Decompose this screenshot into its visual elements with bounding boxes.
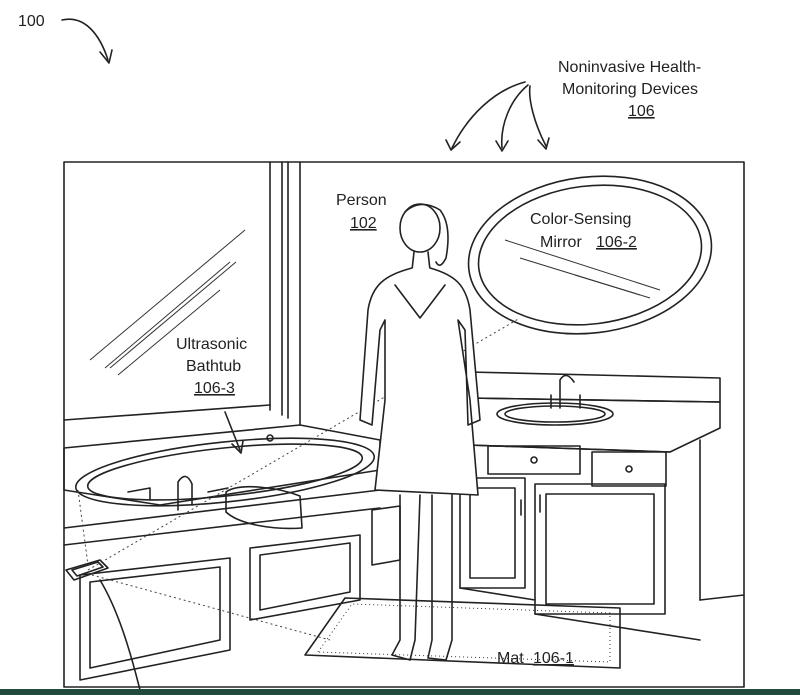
bottom-strip [0, 689, 800, 695]
ultrasonic-bathtub [63, 424, 401, 681]
bathtub-label-line1: Ultrasonic [176, 336, 247, 353]
sink-vanity [459, 371, 745, 641]
person-ref: 102 [350, 215, 377, 232]
mirror-label-line1: Color-Sensing [530, 211, 631, 228]
person-figure [359, 203, 481, 661]
bathtub-label-line2: Bathtub [186, 358, 241, 375]
figure-number: 100 [18, 13, 45, 30]
mirror-label-word: Mirror [540, 234, 582, 251]
devices-label-line2: Monitoring Devices [562, 81, 698, 98]
devices-arrows [445, 81, 550, 152]
figure-pointer-arrow [61, 18, 109, 61]
color-sensing-mirror [467, 175, 713, 335]
bathtub-pointer-head [231, 440, 244, 454]
mat-ref: 106-1 [533, 650, 574, 667]
bathtub-ref: 106-3 [194, 380, 235, 397]
mirror-ref: 106-2 [596, 234, 637, 251]
mat-label-word: Mat [497, 650, 524, 667]
person-label: Person [336, 192, 387, 209]
figure-pointer-arrowhead [99, 49, 113, 64]
devices-label-line1: Noninvasive Health- [558, 59, 701, 76]
devices-ref: 106 [628, 103, 655, 120]
bathtub-pointer [224, 411, 241, 451]
phone-pointer [99, 579, 141, 691]
mat [304, 597, 621, 669]
room-frame [63, 161, 745, 688]
phone-device [65, 559, 109, 581]
window-partition [63, 161, 301, 426]
